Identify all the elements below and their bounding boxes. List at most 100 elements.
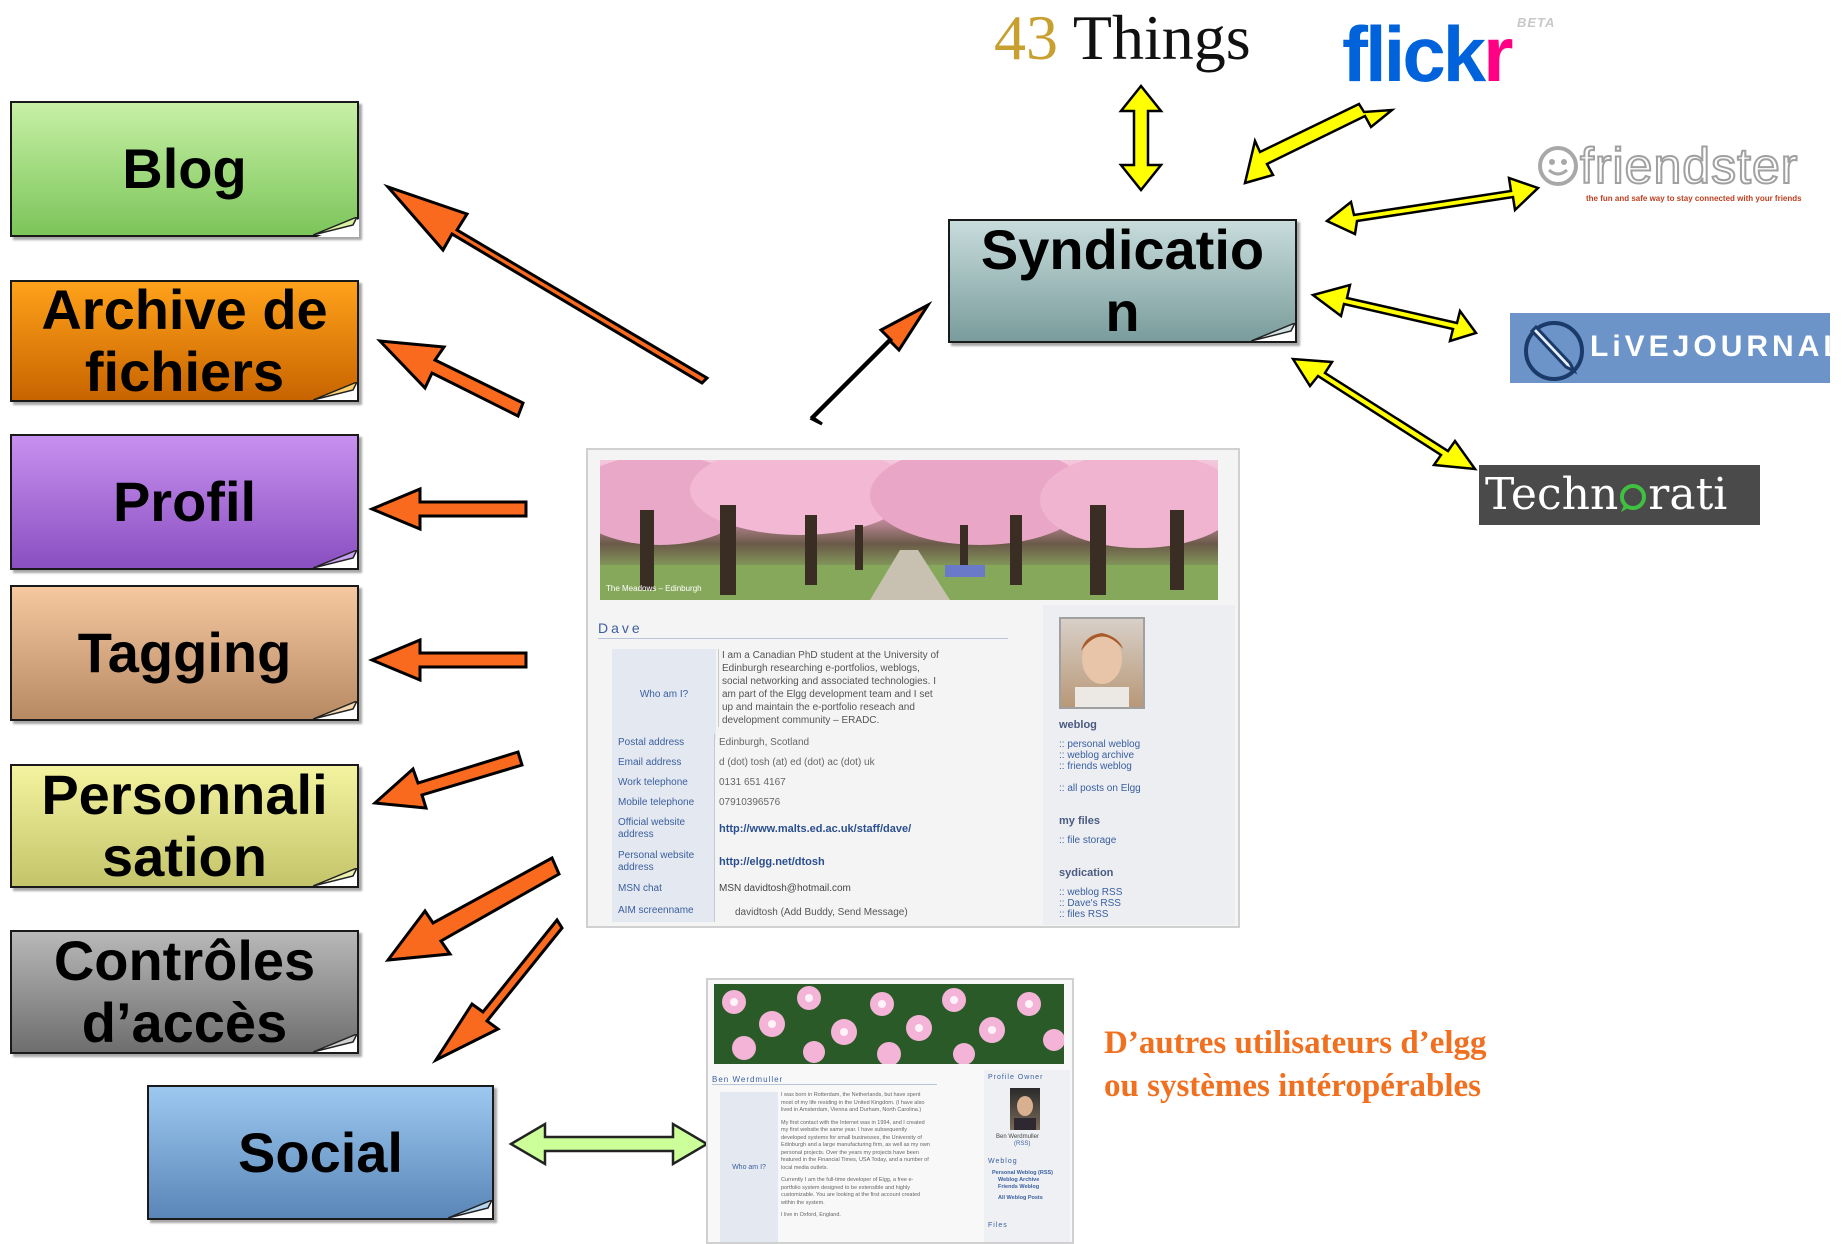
flowers-illustration — [722, 986, 1064, 1064]
detail-label: AIM screenname — [612, 902, 714, 922]
profile2-who-label: Who am I? — [732, 1163, 766, 1171]
speech-bubble-icon — [1620, 484, 1647, 512]
owner-photo — [1010, 1088, 1040, 1130]
who-label-cell: Who am I? — [612, 649, 716, 739]
arrow-to-tagging — [368, 637, 528, 683]
sidebar-link[interactable]: :: friends weblog — [1059, 761, 1132, 772]
sidebar-link[interactable]: :: Dave's RSS — [1059, 898, 1121, 909]
logo-flickr-flick: flick — [1342, 10, 1486, 98]
arrow-syndication-technorati — [1290, 357, 1478, 471]
detail-value: 07910396576 — [714, 794, 783, 814]
logo-43things-number: 43 — [994, 2, 1058, 73]
profile-screenshot-ben: Ben Werdmuller Who am I? I was born in R… — [706, 978, 1074, 1244]
node-tagging: Tagging — [10, 585, 359, 721]
detail-link[interactable]: davidtosh (Add Buddy, Send Message) — [714, 902, 911, 922]
logo-43things: 43 Things — [994, 0, 1251, 76]
arrow-to-profil — [368, 486, 528, 532]
logo-technorati-part2: rati — [1648, 469, 1728, 520]
sidebar-files-title: my files — [1059, 815, 1100, 827]
detail-rows: Postal address Edinburgh, Scotland Email… — [612, 734, 1032, 922]
node-blog-label: Blog — [122, 137, 247, 200]
node-personnalisation: Personnali sation — [10, 764, 359, 888]
arrow-syndication-43things — [1118, 83, 1164, 193]
detail-label: Mobile telephone — [612, 794, 714, 814]
who-line: development community – ERADC. — [722, 715, 880, 726]
sidebar-link[interactable]: :: file storage — [1059, 835, 1117, 846]
profile2-who-cell: Who am I? — [720, 1092, 778, 1242]
owner-title: Profile Owner — [988, 1074, 1044, 1081]
profile2-files-title: Files — [988, 1222, 1008, 1229]
flower-banner — [714, 984, 1064, 1064]
node-archive: Archive de fichiers — [10, 279, 359, 403]
profile2-link[interactable]: Friends Weblog — [998, 1184, 1040, 1190]
logo-43things-word: Things — [1072, 2, 1251, 73]
arrow-to-controles — [384, 855, 561, 962]
detail-link[interactable]: http://elgg.net/dtosh — [714, 847, 828, 880]
logo-friendster: friendster the fun and safe way to stay … — [1536, 137, 1842, 210]
sidebar-link[interactable]: :: personal weblog — [1059, 739, 1141, 750]
bio-paragraph: Currently I am the full-time developer o… — [781, 1177, 921, 1206]
who-line: am part of the Elgg development team and… — [722, 689, 933, 700]
pencil-icon — [1524, 321, 1584, 381]
logo-friendster-name: friendster — [1579, 137, 1799, 195]
logo-friendster-tagline: the fun and safe way to stay connected w… — [1586, 194, 1802, 203]
profile2-link[interactable]: All Weblog Posts — [998, 1195, 1043, 1201]
detail-label: Personal website address — [612, 847, 714, 880]
logo-flickr: flickr BETA — [1342, 14, 1554, 94]
profile-banner: The Meadows – Edinburgh — [600, 460, 1218, 600]
owner-name: Ben Werdmuller — [996, 1134, 1039, 1140]
arrow-social-other-users — [508, 1121, 710, 1167]
detail-label: Work telephone — [612, 774, 714, 794]
detail-label: Email address — [612, 754, 714, 774]
profile2-link[interactable]: Personal Weblog (RSS) — [992, 1170, 1054, 1176]
profile2-bio: I was born in Rotterdam, the Netherlands… — [781, 1092, 931, 1220]
bio-paragraph: I was born in Rotterdam, the Netherlands… — [781, 1092, 925, 1113]
node-syndication: Syndicatio n — [948, 219, 1297, 343]
sidebar-weblog-title: weblog — [1059, 719, 1097, 731]
node-personnalisation-line1: Personnali — [41, 763, 328, 826]
profile2-sidebar: Profile Owner Ben Werdmuller (RSS) Weblo… — [984, 1070, 1070, 1242]
who-line: I am a Canadian PhD student at the Unive… — [722, 650, 939, 661]
node-profil: Profil — [10, 434, 359, 570]
logo-technorati: Techn rati — [1479, 465, 1760, 525]
bio-paragraph: I live in Oxford, England. — [781, 1212, 841, 1218]
note-other-users: D’autres utilisateurs d’elgg ou systèmes… — [1104, 1022, 1487, 1108]
detail-row: Personal website address http://elgg.net… — [612, 847, 1032, 880]
node-syndication-line2: n — [1105, 280, 1140, 343]
profile-name: Dave — [598, 620, 1008, 639]
detail-link[interactable]: http://www.malts.ed.ac.uk/staff/dave/ — [714, 814, 914, 847]
arrow-syndication-friendster — [1324, 176, 1541, 236]
detail-row: Mobile telephone 07910396576 — [612, 794, 1032, 814]
owner-rss[interactable]: (RSS) — [1014, 1141, 1031, 1147]
node-social: Social — [147, 1085, 494, 1220]
profile2-link[interactable]: Weblog Archive — [998, 1177, 1040, 1183]
logo-technorati-part1: Techn — [1485, 469, 1619, 520]
sidebar-link[interactable]: :: all posts on Elgg — [1059, 783, 1141, 794]
profile2-name: Ben Werdmuller — [712, 1075, 937, 1085]
note-line2: ou systèmes intéropérables — [1104, 1068, 1482, 1104]
who-text: I am a Canadian PhD student at the Unive… — [718, 649, 1022, 727]
avatar — [1014, 1096, 1036, 1130]
sidebar-link[interactable]: :: weblog archive — [1059, 750, 1135, 761]
node-profil-label: Profil — [112, 470, 257, 533]
sidebar-link[interactable]: :: weblog RSS — [1059, 887, 1123, 898]
who-label: Who am I? — [639, 688, 689, 700]
detail-row: Official website address http://www.malt… — [612, 814, 1032, 847]
sidebar-link[interactable]: :: files RSS — [1059, 909, 1109, 920]
logo-livejournal: LiVEJOURNAL — [1510, 313, 1842, 383]
detail-row: Work telephone 0131 651 4167 — [612, 774, 1032, 794]
detail-value: 0131 651 4167 — [714, 774, 789, 794]
tree-avenue-illustration — [600, 460, 1218, 600]
arrow-to-syndication — [809, 300, 933, 426]
node-personnalisation-line2: sation — [102, 825, 267, 888]
arrow-to-social — [431, 917, 564, 1064]
logo-flickr-r: r — [1483, 10, 1513, 98]
node-archive-line2: fichiers — [84, 340, 285, 403]
node-controles: Contrôles d’accès — [10, 930, 359, 1054]
node-blog: Blog — [10, 101, 359, 237]
logo-technorati-text: Techn rati — [1485, 469, 1727, 521]
note-line1: D’autres utilisateurs d’elgg — [1104, 1025, 1487, 1061]
detail-row: Postal address Edinburgh, Scotland — [612, 734, 1032, 754]
profile-screenshot-dave: The Meadows – Edinburgh Dave Who am I? I… — [586, 448, 1240, 928]
